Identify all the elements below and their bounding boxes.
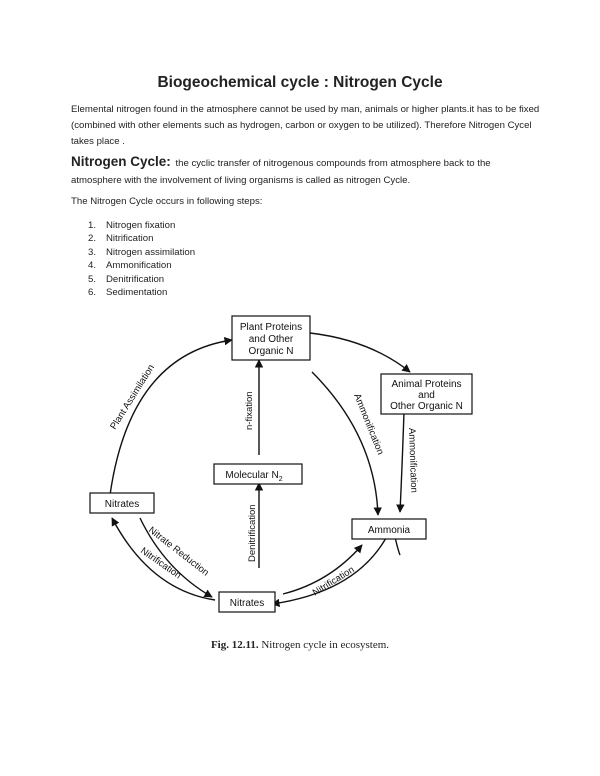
box-plant-proteins: Plant Proteins and Other Organic N xyxy=(231,315,311,361)
arc-nitrate-reduction xyxy=(282,544,363,595)
arc-nitrification-right xyxy=(271,537,387,608)
label-plant-assimilation: Plant Assimilation xyxy=(108,363,157,432)
list-item: 3.Nitrogen assimilation xyxy=(88,246,196,258)
svg-text:Organic N: Organic N xyxy=(248,346,293,357)
arc-plant-to-animal xyxy=(309,332,411,373)
arc-nitrate-reduction-left xyxy=(139,517,213,598)
svg-text:and: and xyxy=(418,390,435,401)
arc-plant-assimilation xyxy=(109,336,233,496)
definition-term: Nitrogen Cycle: xyxy=(71,154,171,169)
svg-text:Other Organic N: Other Organic N xyxy=(390,401,463,412)
svg-text:and Other: and Other xyxy=(249,334,294,345)
box-ammonia: Ammonia xyxy=(351,518,427,540)
box-nitrates-left: Nitrates xyxy=(89,492,155,514)
list-item: 5.Denitrification xyxy=(88,273,165,285)
svg-text:Molecular N2: Molecular N2 xyxy=(225,470,282,483)
steps-list: 1.Nitrogen fixation 2.Nitrification 3.Ni… xyxy=(88,219,195,299)
label-n-fixation: n-fixation xyxy=(244,391,255,430)
figure-caption-text: Nitrogen cycle in ecosystem. xyxy=(261,639,390,651)
box-animal-proteins: Animal Proteins and Other Organic N xyxy=(380,373,473,415)
svg-text:Nitrates: Nitrates xyxy=(105,499,139,510)
list-item: 4.Ammonification xyxy=(88,260,172,272)
label-ammonification-outer: Ammonification xyxy=(406,428,419,493)
arc-denitrification-right xyxy=(394,536,401,556)
svg-text:Plant Proteins: Plant Proteins xyxy=(240,322,302,333)
list-item: 6.Sedimentation xyxy=(88,287,168,299)
nitrogen-cycle-diagram: Plant Proteins and Other Organic N Anima… xyxy=(89,315,473,613)
list-item: 1.Nitrogen fixation xyxy=(88,220,176,231)
figure-caption: Fig. 12.11. Nitrogen cycle in ecosystem. xyxy=(0,639,600,651)
arc-nitrification-left xyxy=(111,517,216,601)
figure-number: Fig. 12.11. xyxy=(210,639,259,651)
box-nitrates-bottom: Nitrates xyxy=(218,591,276,613)
svg-text:Nitrates: Nitrates xyxy=(230,598,264,609)
box-molecular-n2: Molecular N2 xyxy=(213,463,303,485)
definition-paragraph: Nitrogen Cycle: the cyclic transfer of n… xyxy=(71,153,541,189)
page-title: Biogeochemical cycle : Nitrogen Cycle xyxy=(157,74,443,91)
list-item: 2.Nitrification xyxy=(88,233,154,245)
definition-text: the cyclic transfer of nitrogenous compo… xyxy=(71,158,491,186)
arc-ammonification-inner xyxy=(311,371,382,516)
intro-paragraph: Elemental nitrogen found in the atmosphe… xyxy=(71,104,540,147)
svg-text:Animal Proteins: Animal Proteins xyxy=(391,379,461,390)
arc-ammonification-outer xyxy=(396,411,405,513)
label-denitrification: Denitrification xyxy=(247,504,258,562)
steps-intro: The Nitrogen Cycle occurs in following s… xyxy=(71,196,263,207)
svg-text:Ammonia: Ammonia xyxy=(368,525,411,536)
